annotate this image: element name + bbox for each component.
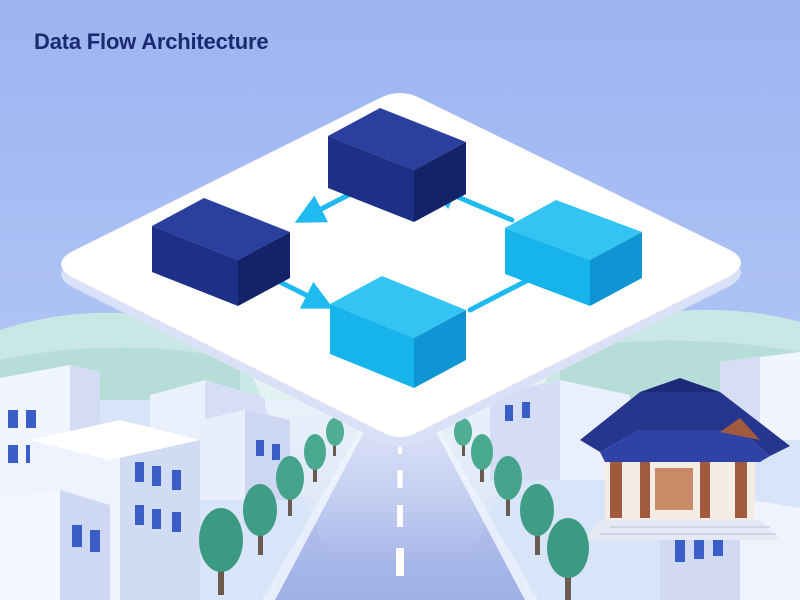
buildings-left (0, 365, 290, 600)
light-beam (250, 370, 550, 560)
node-right (505, 200, 642, 306)
node-left (152, 198, 290, 306)
page-title: Data Flow Architecture (34, 29, 269, 54)
tree (276, 456, 304, 516)
tree (454, 418, 472, 456)
tree (494, 456, 522, 516)
tree (471, 434, 493, 482)
tree (520, 484, 554, 555)
tree (243, 484, 277, 555)
node-bottom (330, 276, 466, 388)
trees (199, 418, 589, 600)
tree (547, 518, 589, 600)
tree (199, 508, 243, 595)
traditional-house (580, 378, 790, 540)
platform (61, 93, 742, 447)
edge-bottom-to-right (467, 275, 535, 313)
tree (304, 434, 326, 482)
tree (326, 418, 344, 456)
node-top (328, 108, 466, 222)
